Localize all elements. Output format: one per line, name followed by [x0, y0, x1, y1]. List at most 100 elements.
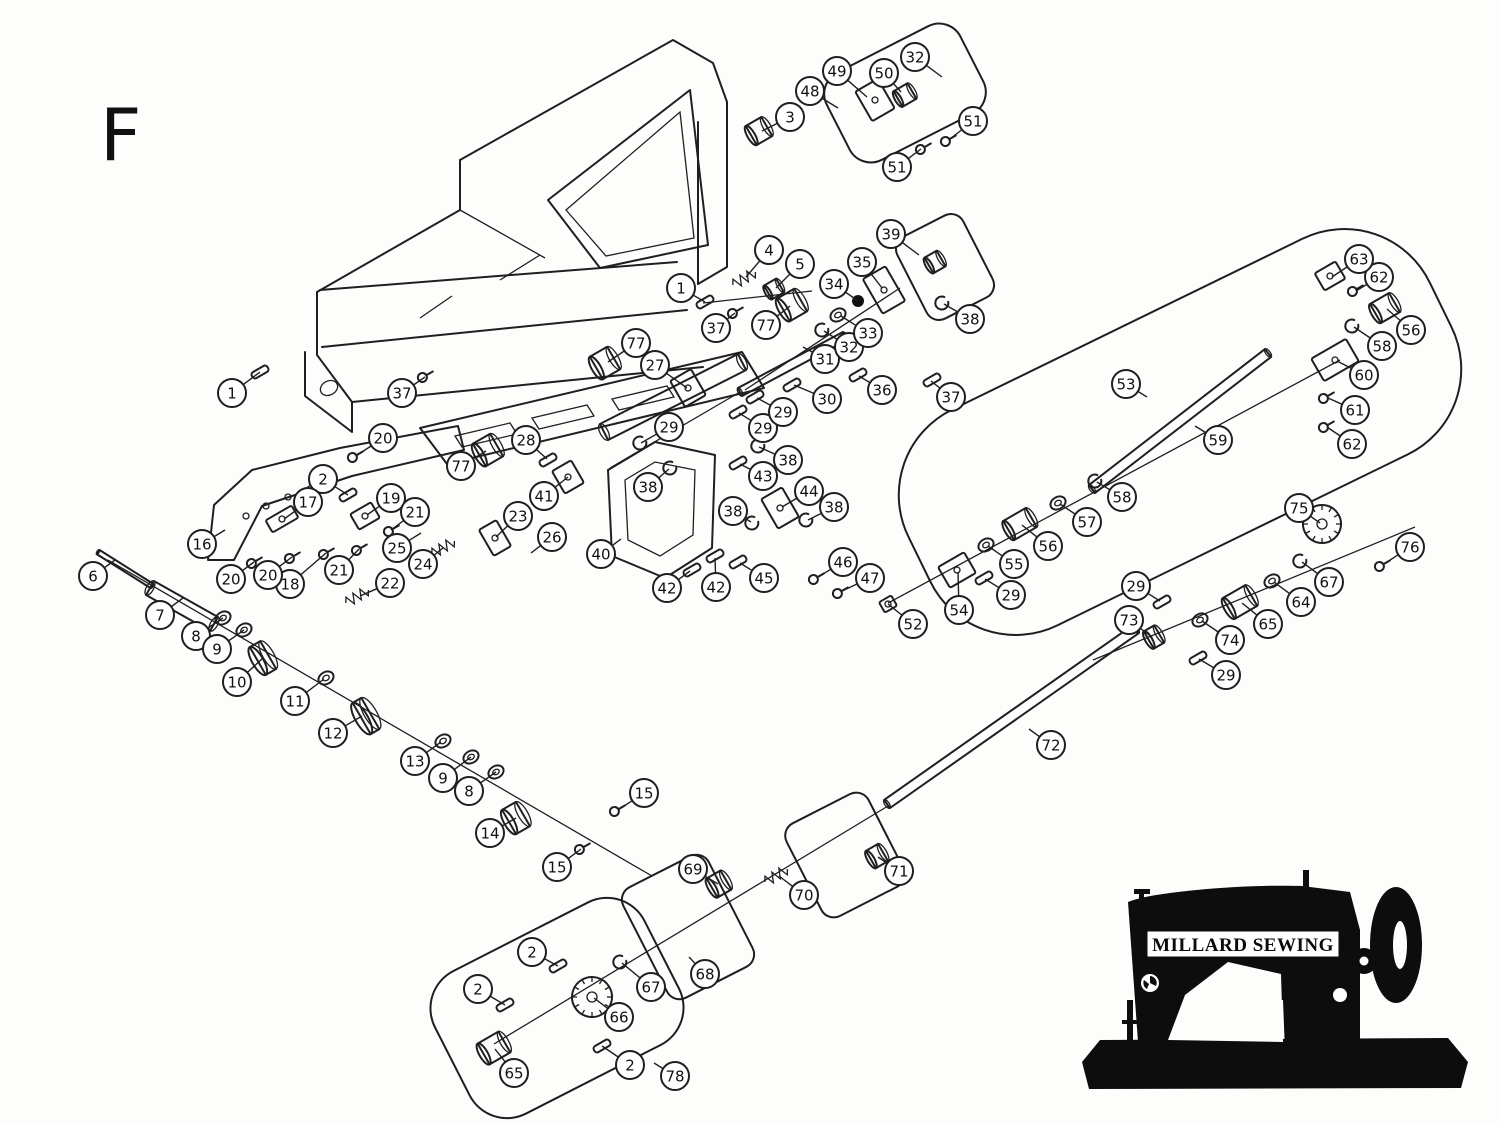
callout-number: 10	[227, 674, 246, 692]
callout-number: 51	[963, 113, 982, 131]
logo-cutout	[1168, 962, 1283, 1042]
leader-29	[1198, 658, 1215, 669]
callout-number: 51	[887, 159, 906, 177]
leader-71	[877, 856, 888, 864]
callout-38: 38	[633, 472, 663, 502]
part-cyl	[891, 82, 918, 108]
leader-35	[869, 272, 883, 289]
leader-29	[984, 578, 1000, 589]
assembly-axis	[887, 359, 1341, 604]
part-screw	[350, 543, 368, 556]
callout-number: 77	[451, 458, 470, 476]
part-pin	[695, 294, 715, 310]
leader-17	[283, 509, 297, 520]
shaft	[597, 352, 749, 442]
callout-number: 58	[1372, 338, 1391, 356]
part-screw	[1346, 284, 1364, 297]
callout-number: 21	[329, 562, 348, 580]
leader-54	[957, 571, 960, 597]
part-pin	[782, 377, 802, 393]
leader-43	[739, 463, 751, 471]
assembly-axis	[493, 805, 889, 1045]
part-pin	[495, 997, 515, 1013]
leader-9	[453, 756, 472, 771]
leader-8	[480, 771, 497, 784]
leader-63	[1331, 266, 1348, 278]
callout-number: 18	[280, 576, 299, 594]
callout-13: 13	[400, 746, 430, 776]
callout-30: 30	[812, 384, 842, 414]
callout-16: 16	[187, 529, 217, 559]
part-cyl	[475, 1030, 513, 1066]
callout-number: 71	[889, 863, 908, 881]
callout-number: 33	[858, 325, 877, 343]
part-cyl	[704, 869, 734, 899]
callout-7: 7	[145, 600, 175, 630]
callout-number: 46	[833, 554, 852, 572]
callout-number: 39	[881, 226, 900, 244]
part-cyl	[1141, 624, 1166, 650]
part-washer	[1263, 573, 1281, 589]
part-cyl	[922, 249, 947, 275]
callout-number: 73	[1119, 612, 1138, 630]
callout-65: 65	[1253, 609, 1283, 639]
callout-23: 23	[503, 501, 533, 531]
shaft	[95, 548, 155, 590]
callout-15: 15	[542, 852, 572, 882]
callout-62: 62	[1364, 262, 1394, 292]
leader-52	[887, 603, 903, 616]
callout-38: 38	[773, 445, 803, 475]
leader-48	[821, 97, 839, 109]
callout-number: 8	[464, 783, 474, 801]
callout-number: 9	[438, 770, 448, 788]
part-cyl	[1368, 291, 1402, 325]
part-gear	[571, 976, 613, 1018]
callout-67: 67	[636, 972, 666, 1002]
leader-39	[901, 241, 920, 256]
callout-55: 55	[999, 549, 1029, 579]
callout-number: 38	[960, 311, 979, 329]
leader-25	[408, 532, 422, 542]
leader-15	[617, 800, 633, 811]
callout-38: 38	[955, 304, 985, 334]
callout-number: 65	[1258, 616, 1277, 634]
part-washer	[434, 733, 452, 749]
callout-15: 15	[629, 778, 659, 808]
callout-20: 20	[253, 560, 283, 590]
shaft	[1087, 348, 1273, 494]
callout-42: 42	[652, 573, 682, 603]
callout-number: 42	[706, 579, 725, 597]
callout-number: 66	[609, 1009, 628, 1027]
leader-16	[213, 529, 226, 538]
callout-number: 55	[1004, 556, 1023, 574]
leader-75	[1309, 515, 1321, 524]
leader-42	[714, 557, 717, 574]
leader-7	[170, 597, 184, 608]
callout-number: 38	[778, 452, 797, 470]
callout-number: 2	[527, 944, 537, 962]
leader-38	[758, 446, 776, 455]
part-pin	[1152, 594, 1172, 610]
callout-12: 12	[318, 718, 348, 748]
callout-number: 20	[373, 430, 392, 448]
callout-number: 1	[227, 385, 237, 403]
leader-47	[841, 583, 858, 592]
callout-number: 32	[905, 49, 924, 67]
part-pin	[538, 452, 558, 468]
callout-5: 5	[785, 249, 815, 279]
callout-66: 66	[604, 1002, 634, 1032]
callout-77: 77	[751, 310, 781, 340]
leader-67	[621, 962, 641, 979]
leader-29	[1147, 592, 1161, 602]
callout-62: 62	[1337, 429, 1367, 459]
callout-75: 75	[1284, 493, 1314, 523]
assembly-axis	[702, 290, 813, 304]
leader-29	[756, 397, 772, 406]
leader-36	[858, 375, 871, 384]
leader-40	[611, 538, 622, 547]
part-cyl	[1001, 506, 1039, 542]
leader-11	[305, 678, 325, 694]
callout-number: 35	[852, 254, 871, 272]
callout-number: 13	[405, 753, 424, 771]
callout-number: 3	[785, 109, 795, 127]
